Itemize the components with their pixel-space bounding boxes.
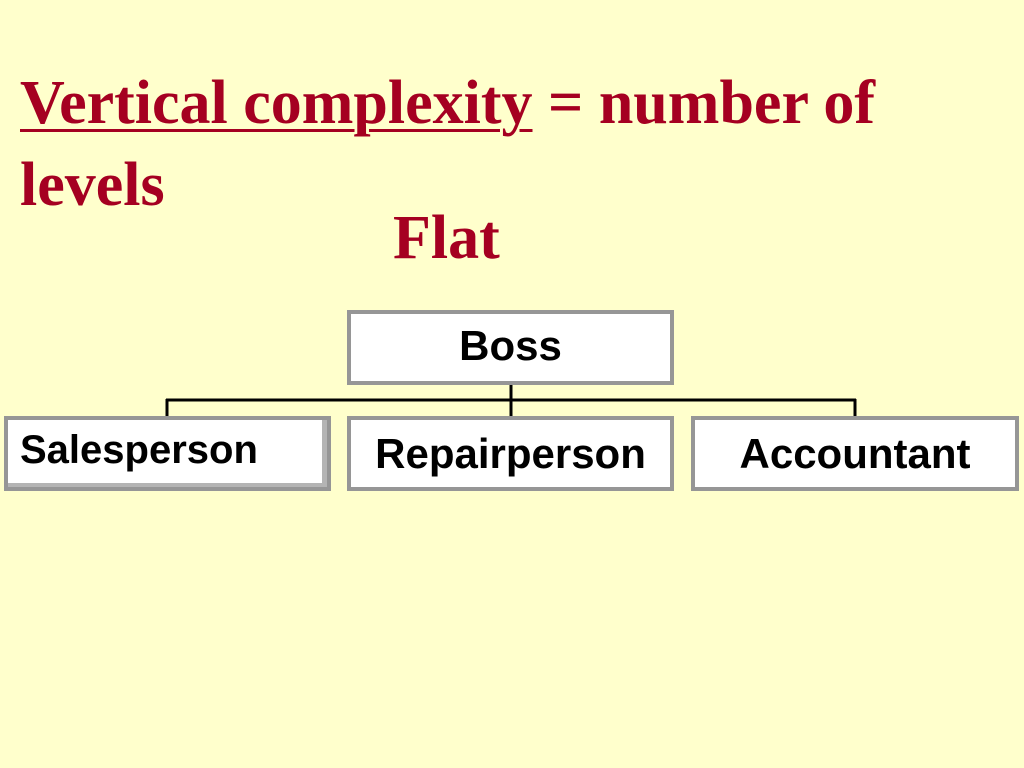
- org-node-label: Repairperson: [375, 429, 646, 477]
- org-node-label: Accountant: [739, 429, 971, 477]
- org-node-salesperson: Salesperson: [4, 416, 331, 491]
- org-node-boss: Boss: [347, 310, 674, 385]
- org-node-label: Salesperson: [20, 428, 258, 472]
- org-node-label: Boss: [459, 321, 562, 369]
- structure-type-label: Flat: [393, 204, 500, 272]
- org-node-accountant: Accountant: [691, 416, 1019, 491]
- slide-title: Vertical complexity = number of levels: [20, 62, 1010, 226]
- title-rest: = number of levels: [20, 69, 875, 219]
- org-node-repairperson: Repairperson: [347, 416, 674, 491]
- title-term: Vertical complexity: [20, 69, 533, 137]
